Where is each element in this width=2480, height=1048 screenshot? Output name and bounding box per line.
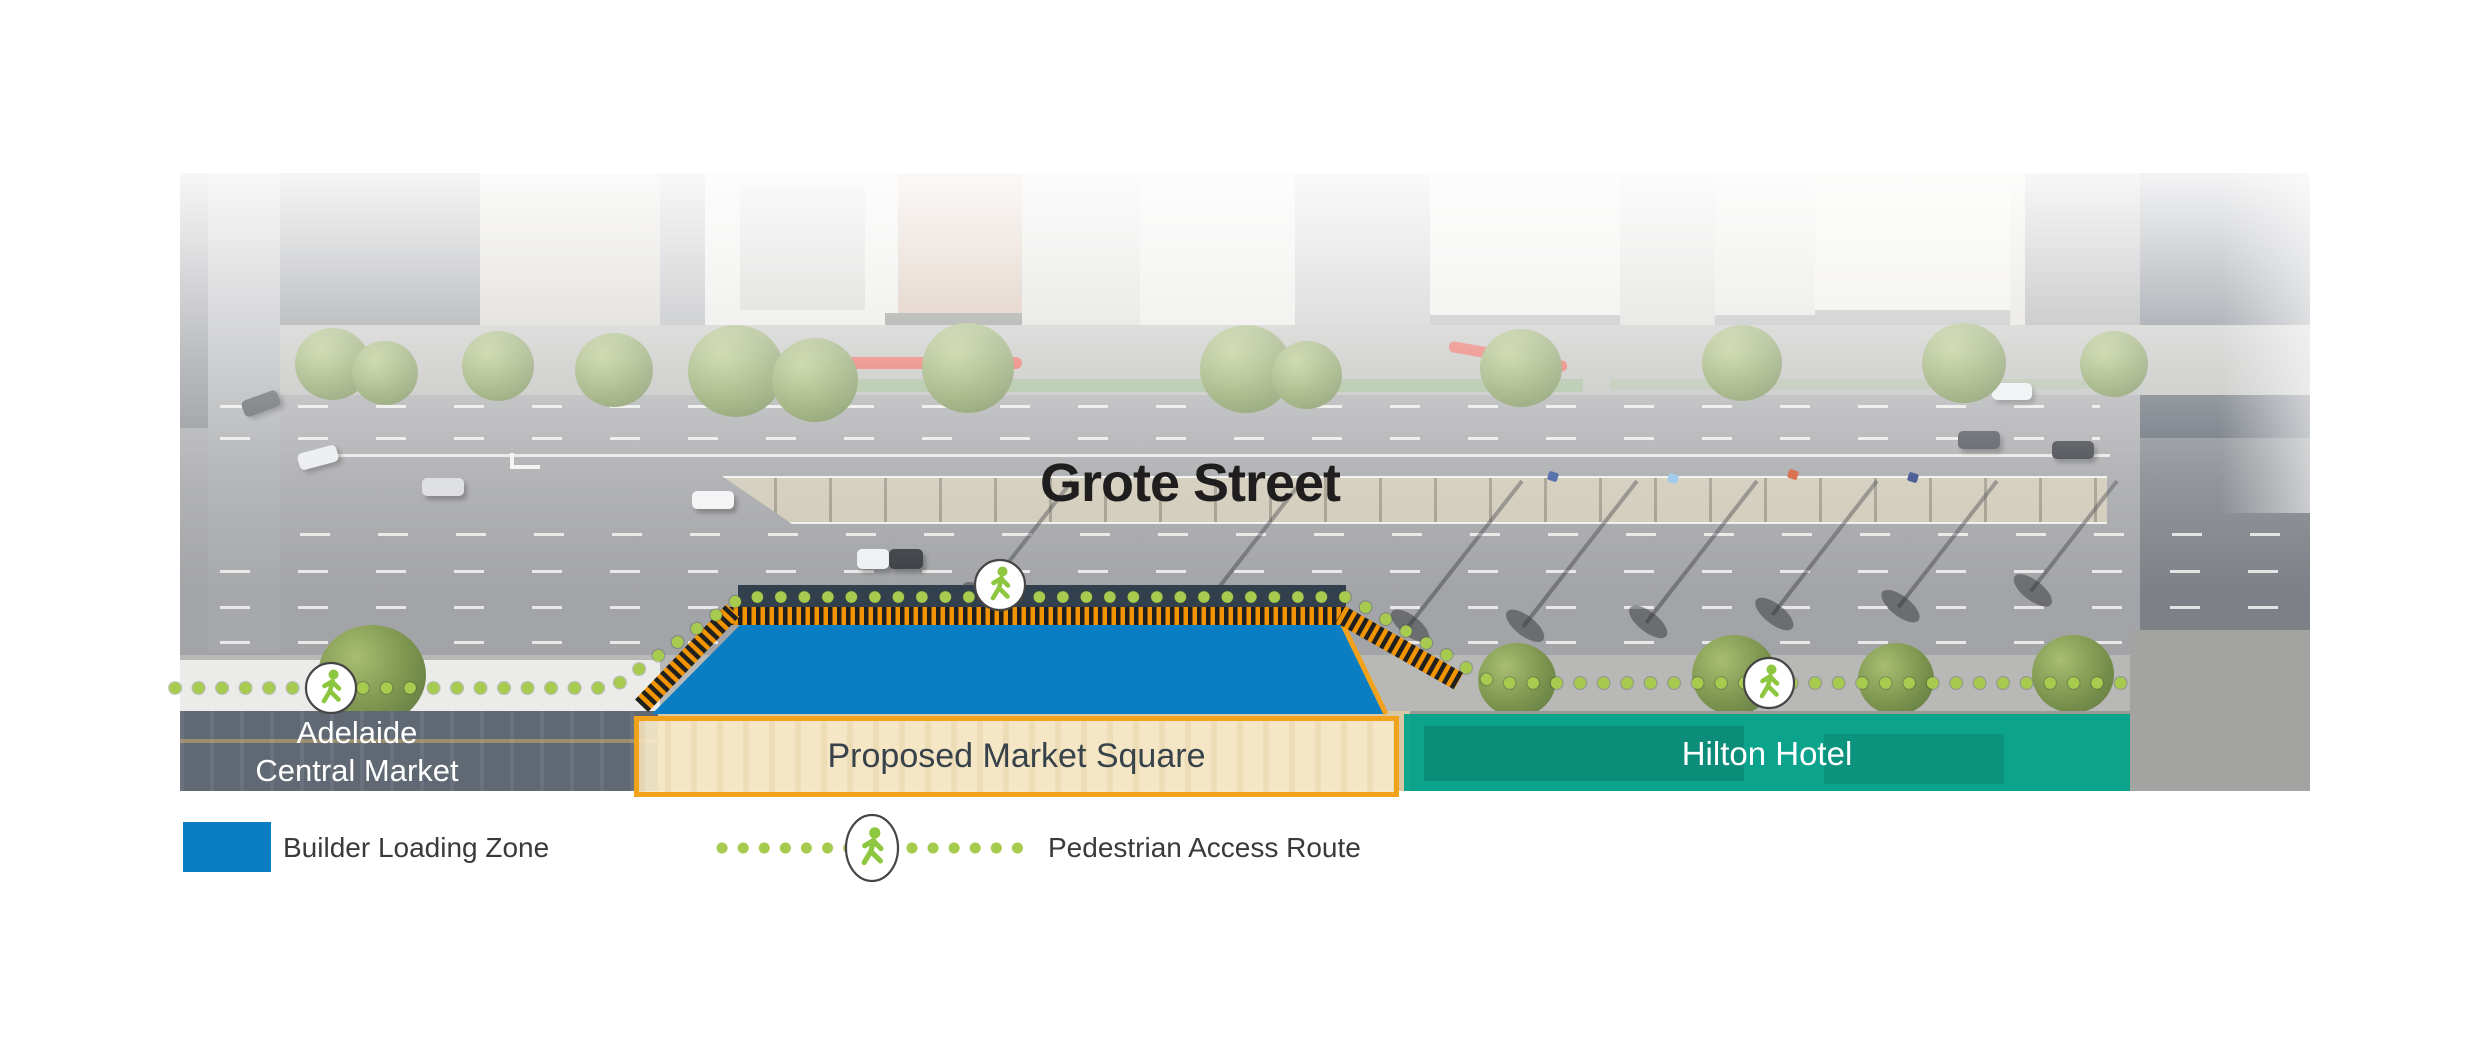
- lane-marking: [220, 437, 2100, 440]
- tree: [352, 341, 418, 405]
- car: [692, 491, 734, 509]
- legend-pedestrian-route-label: Pedestrian Access Route: [1048, 832, 1361, 863]
- market-square-label: Proposed Market Square: [827, 737, 1206, 775]
- car: [1958, 431, 2000, 449]
- bike-lane: [738, 379, 1583, 392]
- tree: [688, 325, 784, 417]
- street-label: Grote Street: [1039, 453, 1341, 513]
- tree: [575, 333, 653, 407]
- tree: [2032, 635, 2114, 713]
- building-block: [1715, 173, 1815, 315]
- central-market-label: Adelaide Central Market: [181, 714, 533, 790]
- car: [296, 444, 340, 471]
- building-block: [2130, 630, 2310, 791]
- building-block: [1620, 173, 1715, 325]
- turn-arrow: [510, 453, 514, 467]
- pedestrian-icon: [844, 813, 900, 883]
- tree: [1478, 643, 1556, 717]
- central-market-label-line1: Adelaide: [296, 715, 418, 750]
- car: [422, 478, 464, 496]
- building-block: [1295, 173, 1430, 333]
- legend-pedestrian-route-symbol: [716, 813, 1038, 883]
- tree: [1702, 325, 1782, 401]
- building-block: [1140, 173, 1295, 325]
- tree: [318, 625, 426, 725]
- construction-site: [898, 173, 1022, 323]
- building-block: [180, 173, 208, 428]
- building-block: [1022, 173, 1140, 338]
- building-block: [1815, 173, 2010, 310]
- median-strip: [722, 476, 2107, 524]
- tree: [772, 338, 858, 422]
- tree: [1922, 323, 2006, 403]
- turn-arrow: [510, 465, 540, 469]
- tree: [462, 331, 534, 401]
- legend-loading-zone-swatch: [183, 822, 271, 872]
- dark-corner-building: [2140, 173, 2310, 438]
- lane-marking: [220, 570, 2290, 573]
- car: [2052, 441, 2094, 459]
- tree: [1858, 643, 1934, 715]
- hotel-label: Hilton Hotel: [1681, 735, 1853, 772]
- tree: [1272, 341, 1342, 409]
- utility-vehicle: [857, 549, 889, 569]
- building-roof-detail: [740, 185, 865, 310]
- lane-marking: [220, 641, 2290, 644]
- lane-marking: [220, 405, 2100, 408]
- lane-marking: [220, 606, 2290, 609]
- proposed-market-square-zone: Proposed Market Square: [634, 716, 1399, 797]
- lane-marking: [300, 533, 2290, 536]
- trailer: [889, 549, 923, 569]
- building-block: [1430, 173, 1620, 315]
- tree: [922, 323, 1014, 413]
- legend-loading-zone-label: Builder Loading Zone: [283, 832, 550, 863]
- tree: [1692, 635, 1776, 715]
- central-market-label-line2: Central Market: [255, 753, 459, 788]
- tree: [2080, 331, 2148, 397]
- tree: [1480, 329, 1562, 407]
